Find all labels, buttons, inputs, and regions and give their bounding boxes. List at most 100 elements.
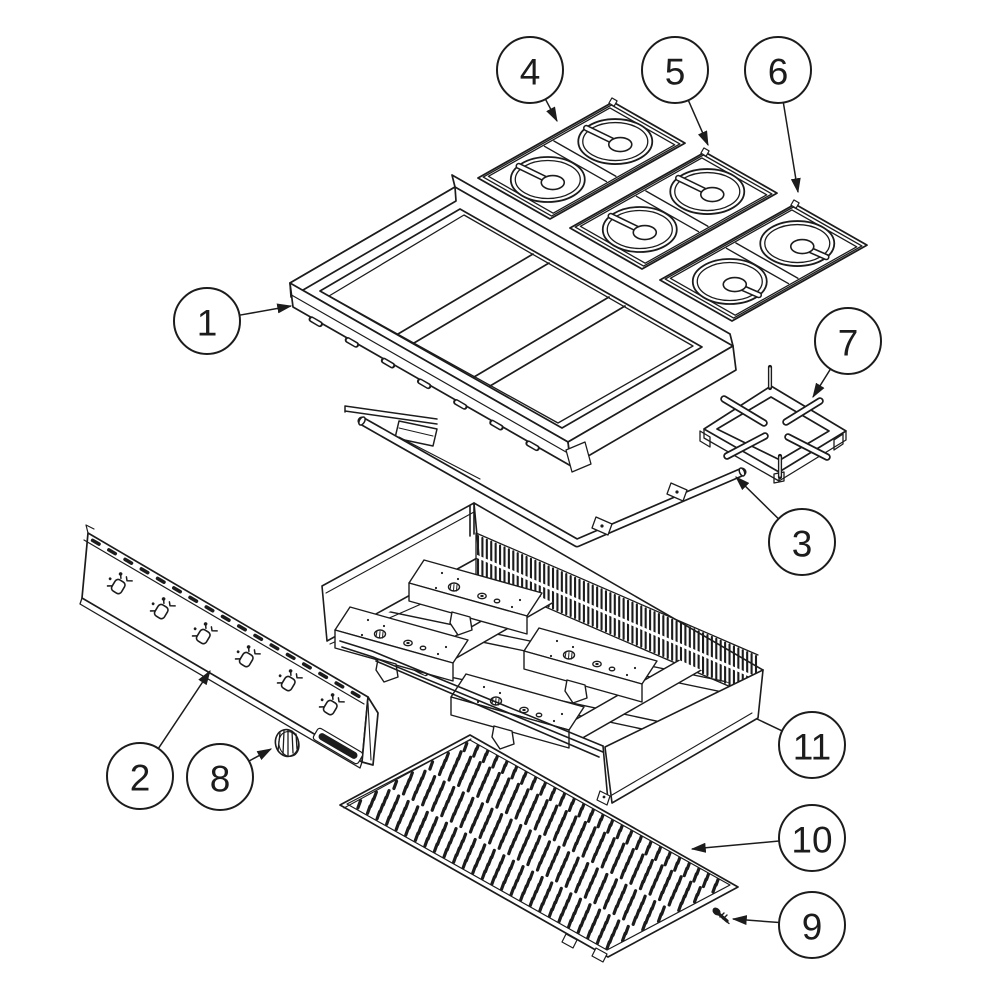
tray-rim <box>482 104 681 217</box>
callout-2: 2 <box>106 669 211 810</box>
callout-circle <box>173 287 241 355</box>
perforation-slot <box>602 872 609 884</box>
screw <box>712 907 730 925</box>
perforation-slot <box>408 771 414 782</box>
bottom-panel-tabs <box>561 933 608 963</box>
vent-slot <box>204 605 215 613</box>
perforation-slot <box>449 785 456 797</box>
perforation-slot <box>403 799 410 811</box>
perforation-slot <box>686 880 693 892</box>
callout-circle <box>641 36 709 104</box>
vent-slot <box>269 643 280 651</box>
perforation-slot <box>428 760 435 771</box>
perforation-slot <box>535 834 542 846</box>
perforation-slot <box>657 864 664 875</box>
callout-leader <box>731 915 780 926</box>
callout-leader <box>248 748 273 762</box>
perforation-slot <box>650 900 657 911</box>
perforation-slot <box>442 821 449 833</box>
perforation-slot <box>533 793 540 805</box>
tray-corner-lug <box>608 97 618 107</box>
callout-leader <box>812 368 832 399</box>
frame-cross-member-1 <box>397 253 550 344</box>
perforation-slot <box>384 789 391 800</box>
perforation-slot <box>372 790 378 801</box>
perforation-slot <box>571 815 578 826</box>
perforation-slot <box>499 854 506 865</box>
callout-number: 8 <box>210 759 231 800</box>
burner-trays <box>477 97 868 322</box>
vent-slot <box>334 681 345 689</box>
chassis-back-top-edge <box>469 502 764 671</box>
frame-back-flange <box>451 174 734 347</box>
perforation-slot <box>648 858 655 870</box>
knob-ribs <box>277 729 298 757</box>
perforation-slot <box>518 865 525 876</box>
burner-bracket <box>450 673 585 750</box>
callout-1: 1 <box>173 287 293 355</box>
perforation-slot <box>490 848 496 860</box>
burner-tray-6 <box>659 199 868 322</box>
grate-pins <box>767 364 783 480</box>
knob-cutout <box>318 693 345 716</box>
pipe-body <box>359 418 745 546</box>
perforation-slot <box>631 889 638 900</box>
vent-slot <box>285 652 296 661</box>
perforation-slot <box>554 845 561 857</box>
callout-leader <box>756 718 783 732</box>
perforation-slot <box>595 908 602 919</box>
perforation-slot <box>526 829 532 840</box>
callout-number: 11 <box>793 727 831 768</box>
pipe-end-cap-right <box>738 467 746 477</box>
perforation-slot <box>667 869 674 881</box>
tray-divider <box>553 140 617 177</box>
perforation-slot <box>537 875 544 887</box>
callout-11: 11 <box>756 711 846 779</box>
callout-5: 5 <box>641 36 709 147</box>
tray-rim <box>669 209 858 316</box>
tray-corner-lug <box>700 147 710 157</box>
perforation-slot <box>638 853 645 864</box>
perforation-slot <box>432 816 439 827</box>
vent-slot <box>123 557 134 565</box>
perforation-slot <box>685 859 692 871</box>
perforation-slot <box>470 837 477 849</box>
perforation-slot <box>704 870 711 882</box>
perforation-slot <box>451 827 458 838</box>
vent-slot <box>318 671 329 680</box>
burner-bracket <box>523 627 658 704</box>
burner-hub <box>789 238 815 255</box>
callout-number: 4 <box>520 52 541 93</box>
callout-circle <box>186 743 254 811</box>
perforation-slot <box>696 886 702 897</box>
perforation-slot <box>456 750 463 761</box>
perforation-slot <box>552 804 559 815</box>
rail-bracket-fold <box>398 427 434 437</box>
panel-vent-band-line <box>83 539 365 705</box>
frame-opening-edge <box>328 214 694 424</box>
knob-cutout <box>106 572 133 595</box>
pipe-tabs <box>591 482 688 536</box>
perforation-slot <box>583 861 590 873</box>
perforation-slot <box>516 823 523 835</box>
vent-slot <box>155 576 166 584</box>
perforated-bottom-panel <box>339 734 739 963</box>
callout-number: 1 <box>197 303 218 344</box>
perforation-slot <box>573 856 580 867</box>
callout-circle <box>814 307 882 375</box>
bottom-panel-fold <box>343 738 472 809</box>
callout-leader <box>690 840 780 853</box>
frame-inner-rim <box>319 208 703 429</box>
chassis-body <box>321 502 764 806</box>
burner-opening <box>509 156 586 203</box>
tray-rim <box>579 157 768 264</box>
vent-slot <box>350 690 361 699</box>
burner-opening <box>759 220 836 267</box>
perforation-slot <box>509 859 516 871</box>
perforation-slot <box>585 903 592 914</box>
perforation-slot <box>461 832 468 843</box>
perforation-slot <box>514 782 521 794</box>
knob-cutout <box>234 645 261 668</box>
perforation-slot <box>423 810 429 822</box>
